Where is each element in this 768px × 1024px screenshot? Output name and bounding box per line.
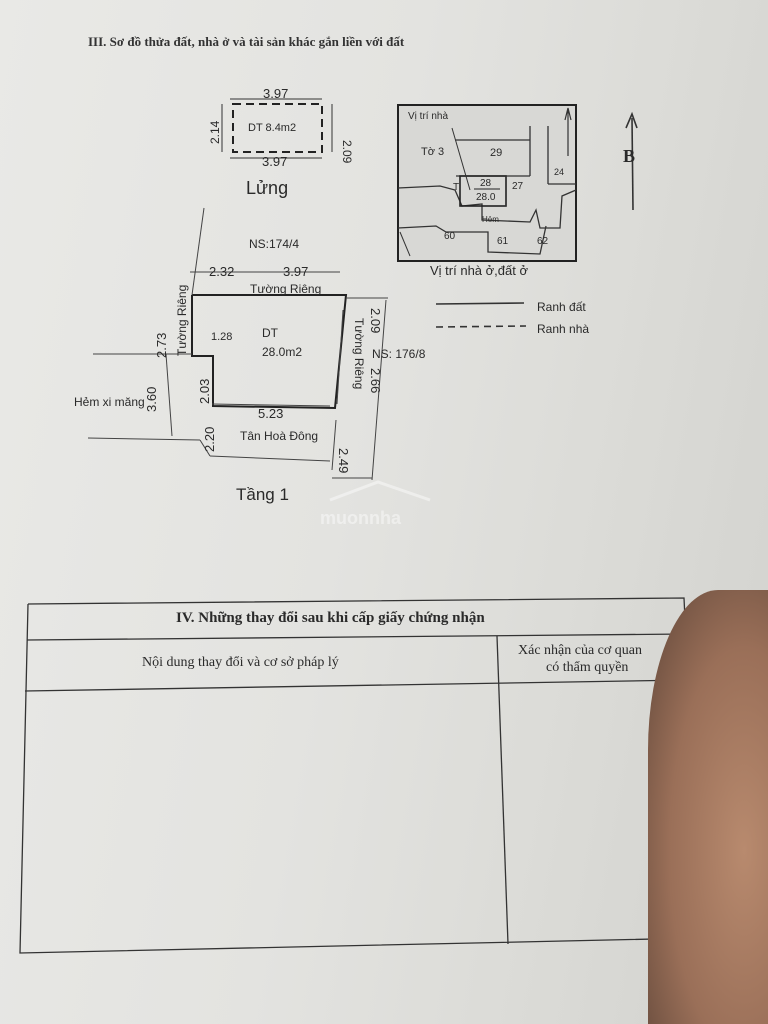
lot-outline — [191, 294, 348, 410]
watermark-logo: muonnha — [320, 480, 431, 528]
wall-top-label: Tường Riêng — [250, 282, 321, 296]
mezz-area: DT 8.4m2 — [248, 122, 296, 134]
legend-dashed-line — [435, 325, 527, 328]
dim-bottom: 5.23 — [258, 406, 283, 421]
dim-right-upper: 2.09 — [368, 308, 383, 333]
dim-inner: 1.28 — [211, 331, 232, 343]
section-4-heading: IV. Những thay đổi sau khi cấp giấy chứn… — [176, 610, 485, 626]
map-caption: Vị trí nhà ở,đất ở — [430, 263, 528, 278]
area-title: DT — [262, 326, 279, 340]
parcel-61: 61 — [497, 236, 509, 247]
parcel-29: 29 — [490, 147, 502, 159]
ns-top-label: NS:174/4 — [249, 237, 299, 251]
map-alley-label: Hẻm — [482, 215, 499, 224]
dim-left-upper: 2.73 — [154, 333, 169, 358]
dim-left-mid: 2.03 — [197, 379, 212, 404]
section-3-heading: III. Sơ đồ thửa đất, nhà ở và tài sản kh… — [88, 34, 405, 49]
map-sheet-label: Tờ 3 — [421, 146, 444, 158]
alley-label: Hẻm xi măng — [74, 395, 145, 409]
parcel-62: 62 — [537, 236, 549, 247]
wall-right-label: Tường Riêng — [352, 318, 366, 389]
col-header-content: Nội dung thay đổi và cơ sở pháp lý — [142, 655, 339, 670]
ground-caption: Tầng 1 — [236, 485, 289, 504]
legend-house-boundary: Ranh nhà — [537, 322, 589, 336]
parcel-28-area: 28.0 — [476, 192, 496, 203]
dim-top-left: 2.32 — [209, 264, 234, 279]
mezz-left-dim: 2.14 — [208, 120, 222, 144]
mezz-right-dim: 2.09 — [340, 140, 354, 164]
legend-solid-line — [435, 302, 525, 305]
parcel-24: 24 — [554, 167, 564, 177]
ns-right-label: NS: 176/8 — [372, 347, 426, 361]
location-map-frame — [397, 104, 577, 262]
mezzanine-outline — [232, 103, 323, 153]
parcel-28: 28 — [480, 178, 492, 189]
col-header-confirm-line1: Xác nhận của cơ quan — [518, 643, 643, 658]
dim-left-lower: 2.20 — [202, 427, 217, 452]
mezz-caption: Lửng — [246, 178, 288, 198]
area-value: 28.0m2 — [262, 345, 302, 359]
dim-right-bottom: 2.49 — [336, 448, 351, 473]
map-house-pos-label: Vị trí nhà — [408, 111, 448, 122]
legend: Ranh đất Ranh nhà — [435, 300, 589, 336]
mezzanine-plan: 3.97 3.97 2.14 2.09 DT 8.4m2 Lửng — [208, 86, 354, 198]
wall-left-label: Tường Riêng — [175, 285, 189, 356]
col-header-confirm-line2: có thẩm quyền — [546, 660, 629, 675]
legend-land-boundary: Ranh đất — [537, 300, 586, 314]
parcel-27: 27 — [512, 181, 524, 192]
hand-photo-region — [648, 590, 768, 1024]
mezz-bottom-dim: 3.97 — [262, 154, 287, 169]
parcel-prefix: T — [453, 182, 459, 193]
parcel-60: 60 — [444, 231, 456, 242]
north-arrow-icon: B — [623, 111, 638, 211]
street-label: Tân Hoà Đông — [240, 429, 318, 443]
mezz-top-dim: 3.97 — [263, 86, 288, 101]
dim-top: 3.97 — [283, 264, 308, 279]
location-map: Vị trí nhà Tờ 3 29 T 28 28.0 27 24 Hẻm 6… — [397, 104, 577, 278]
dim-right-lower: 2.66 — [368, 368, 383, 393]
watermark-text: muonnha — [320, 508, 402, 528]
dim-left-outer: 3.60 — [144, 387, 159, 412]
ground-floor-plan: NS:174/4 2.32 3.97 Tường Riêng 2.73 Tườn… — [74, 207, 426, 504]
north-label: B — [623, 146, 635, 166]
